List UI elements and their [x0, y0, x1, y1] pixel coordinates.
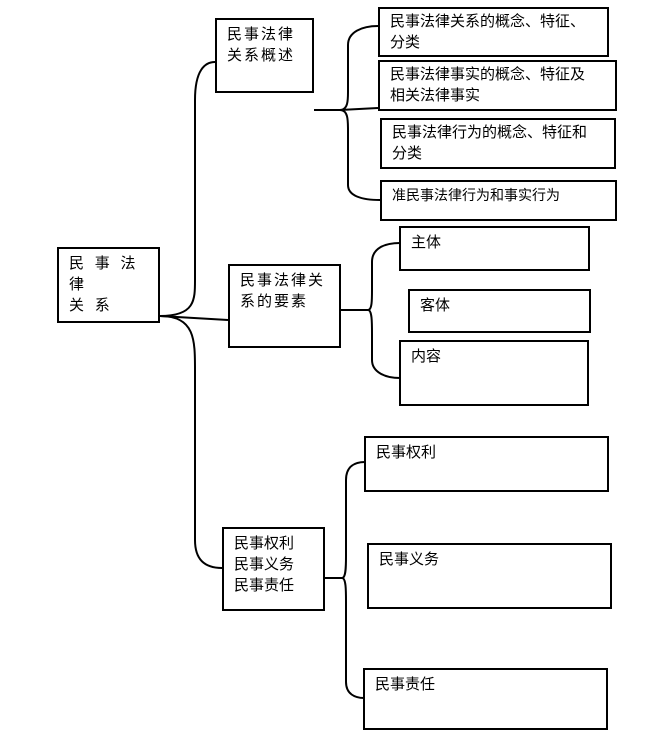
rights-node: 民事权利 民事义务 民事责任 [222, 527, 325, 611]
rights-item-obligations: 民事义务 [367, 543, 612, 609]
rights-connector [341, 461, 366, 579]
elements-connector [367, 242, 401, 311]
root-node: 民 事 法 律 关 系 [57, 247, 160, 323]
rights-item-rights: 民事权利 [364, 436, 609, 492]
overview-node: 民事法律 关系概述 [215, 18, 314, 93]
overview-item-quasi: 准民事法律行为和事实行为 [380, 180, 617, 221]
overview-item-fact: 民事法律事实的概念、特征及 相关法律事实 [378, 60, 617, 111]
rights-item-liability: 民事责任 [363, 668, 608, 730]
overview-connector [339, 107, 379, 111]
elements-item-content: 内容 [399, 340, 589, 406]
elements-item-subject: 主体 [399, 226, 590, 271]
overview-connector [339, 25, 379, 111]
elements-connector [367, 309, 401, 379]
rights-connector [341, 577, 365, 699]
root-connector [159, 61, 216, 317]
overview-item-concept: 民事法律关系的概念、特征、 分类 [378, 7, 609, 57]
elements-node: 民事法律关 系的要素 [228, 264, 341, 348]
root-connector [159, 315, 223, 569]
overview-item-act: 民事法律行为的概念、特征和 分类 [380, 118, 616, 169]
elements-item-object: 客体 [408, 289, 591, 333]
overview-connector [339, 109, 381, 201]
